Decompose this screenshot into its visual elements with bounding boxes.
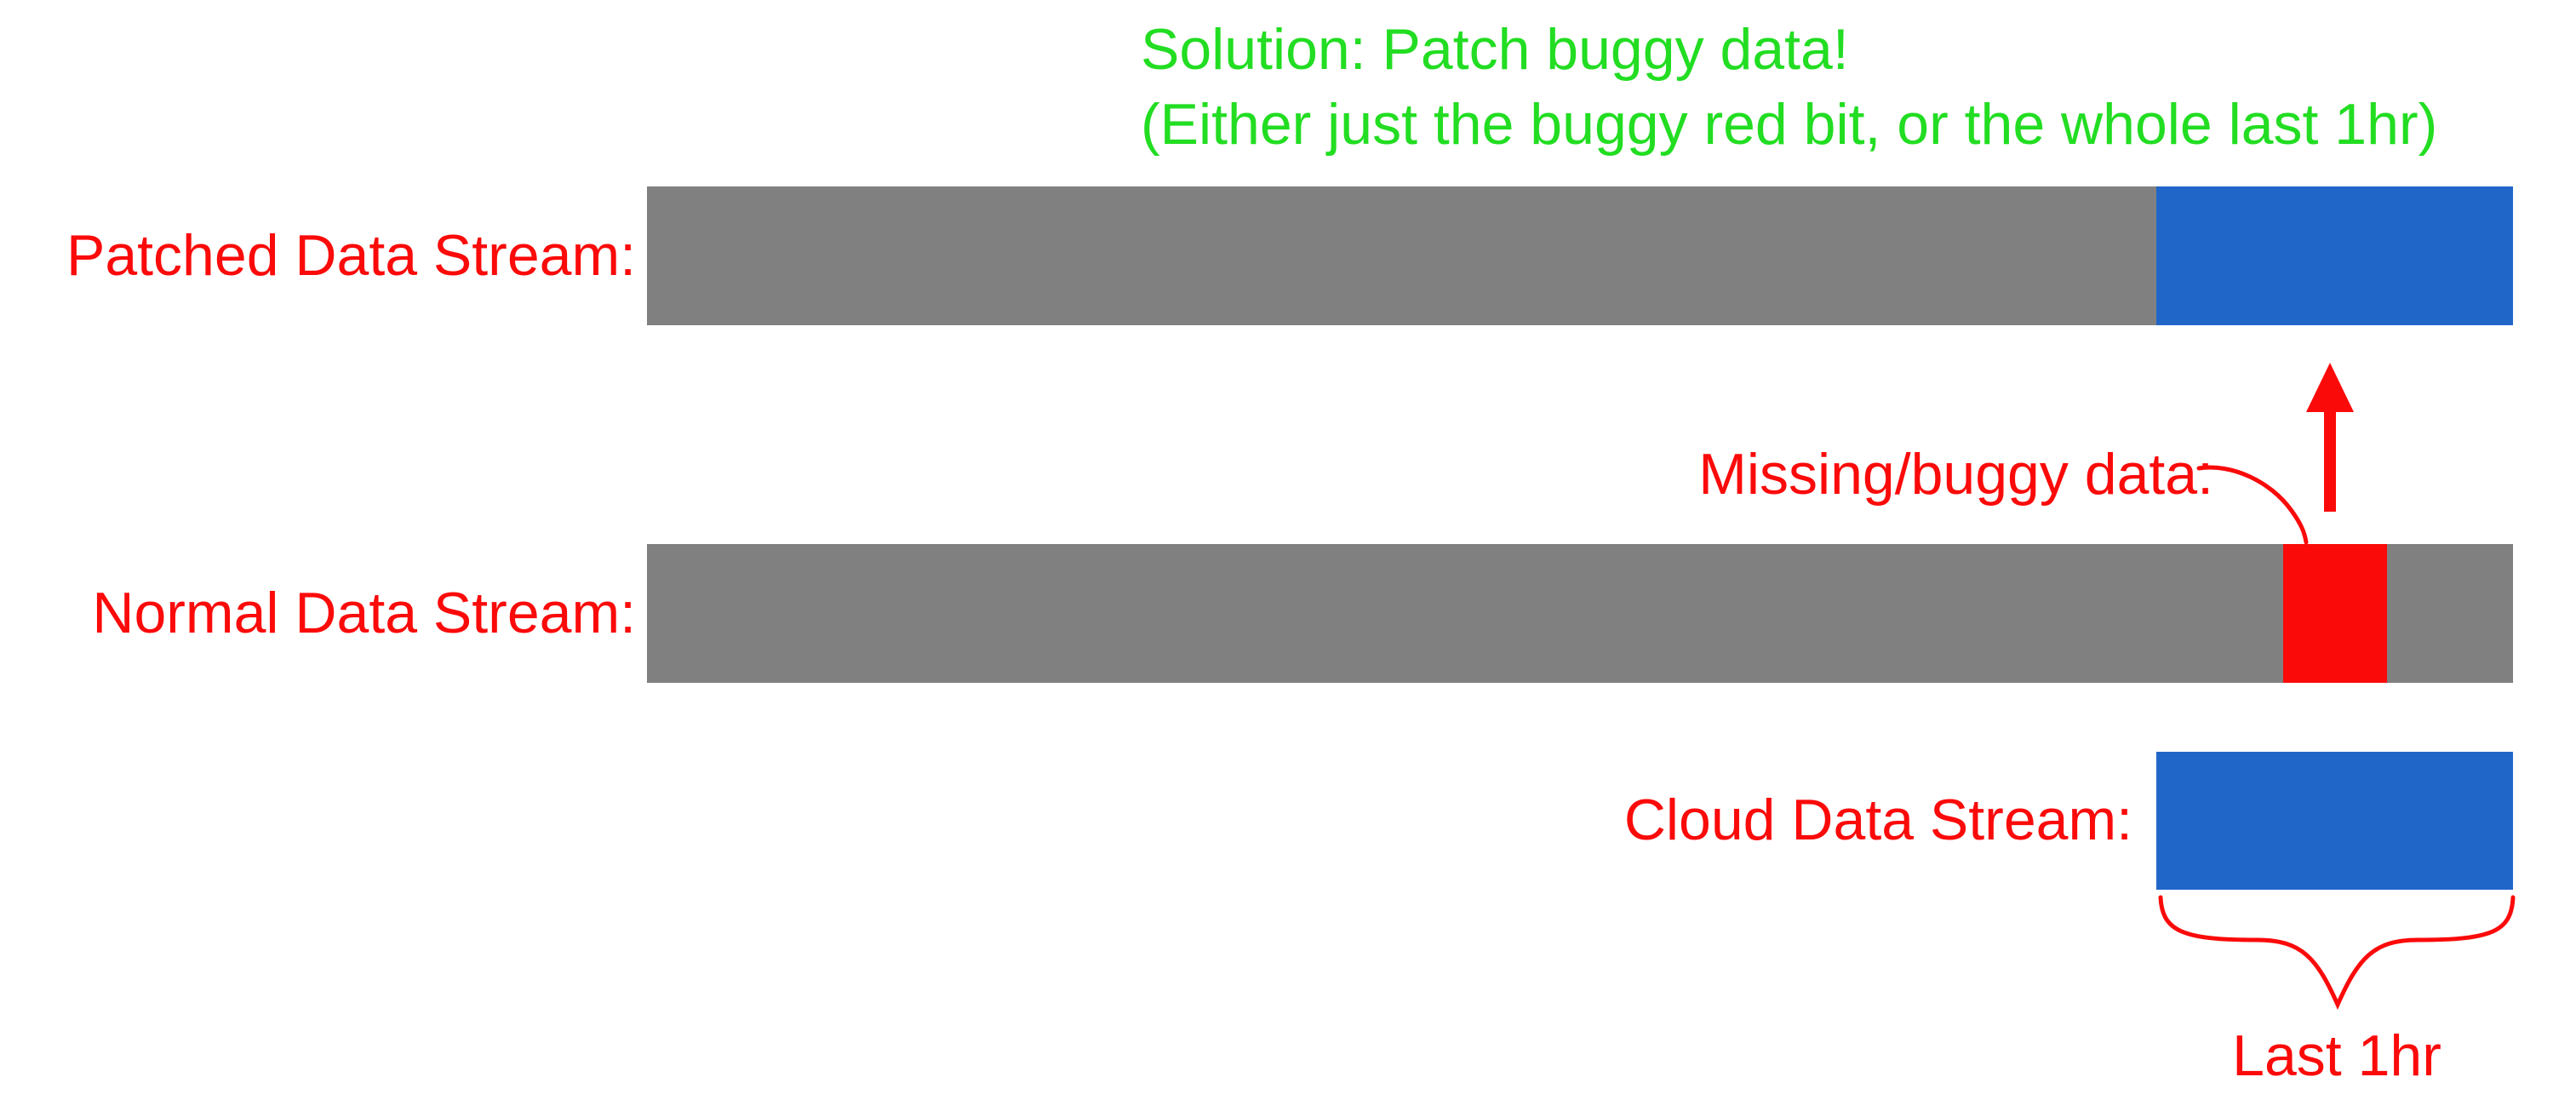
missing-data-connector-line — [2196, 465, 2309, 545]
missing-buggy-data-label: Missing/buggy data: — [1698, 442, 2213, 507]
last-1hr-brace-icon — [2158, 895, 2516, 1011]
patched-stream-label: Patched Data Stream: — [66, 223, 636, 288]
patched-historical-segment — [647, 186, 2156, 325]
solution-title-line2: (Either just the buggy red bit, or the w… — [1141, 92, 2438, 157]
patched-stream-bar — [647, 186, 2513, 325]
cloud-stream-label: Cloud Data Stream: — [1623, 788, 2132, 852]
missing-buggy-data-segment — [2283, 544, 2387, 683]
normal-stream-label: Normal Data Stream: — [92, 581, 636, 645]
last-1hr-label: Last 1hr — [2232, 1023, 2441, 1088]
patched-last-1hr-segment — [2156, 186, 2513, 325]
normal-historical-segment — [647, 544, 2283, 683]
normal-recent-segment — [2387, 544, 2513, 683]
cloud-stream-bar — [2156, 752, 2513, 890]
cloud-last-1hr-segment — [2156, 752, 2513, 890]
solution-title-line1: Solution: Patch buggy data! — [1141, 17, 1849, 82]
normal-stream-bar — [647, 544, 2513, 683]
solution-title: Solution: Patch buggy data! (Either just… — [1141, 12, 2437, 162]
up-arrow-icon — [2306, 363, 2354, 412]
up-arrow-shaft — [2324, 409, 2336, 512]
